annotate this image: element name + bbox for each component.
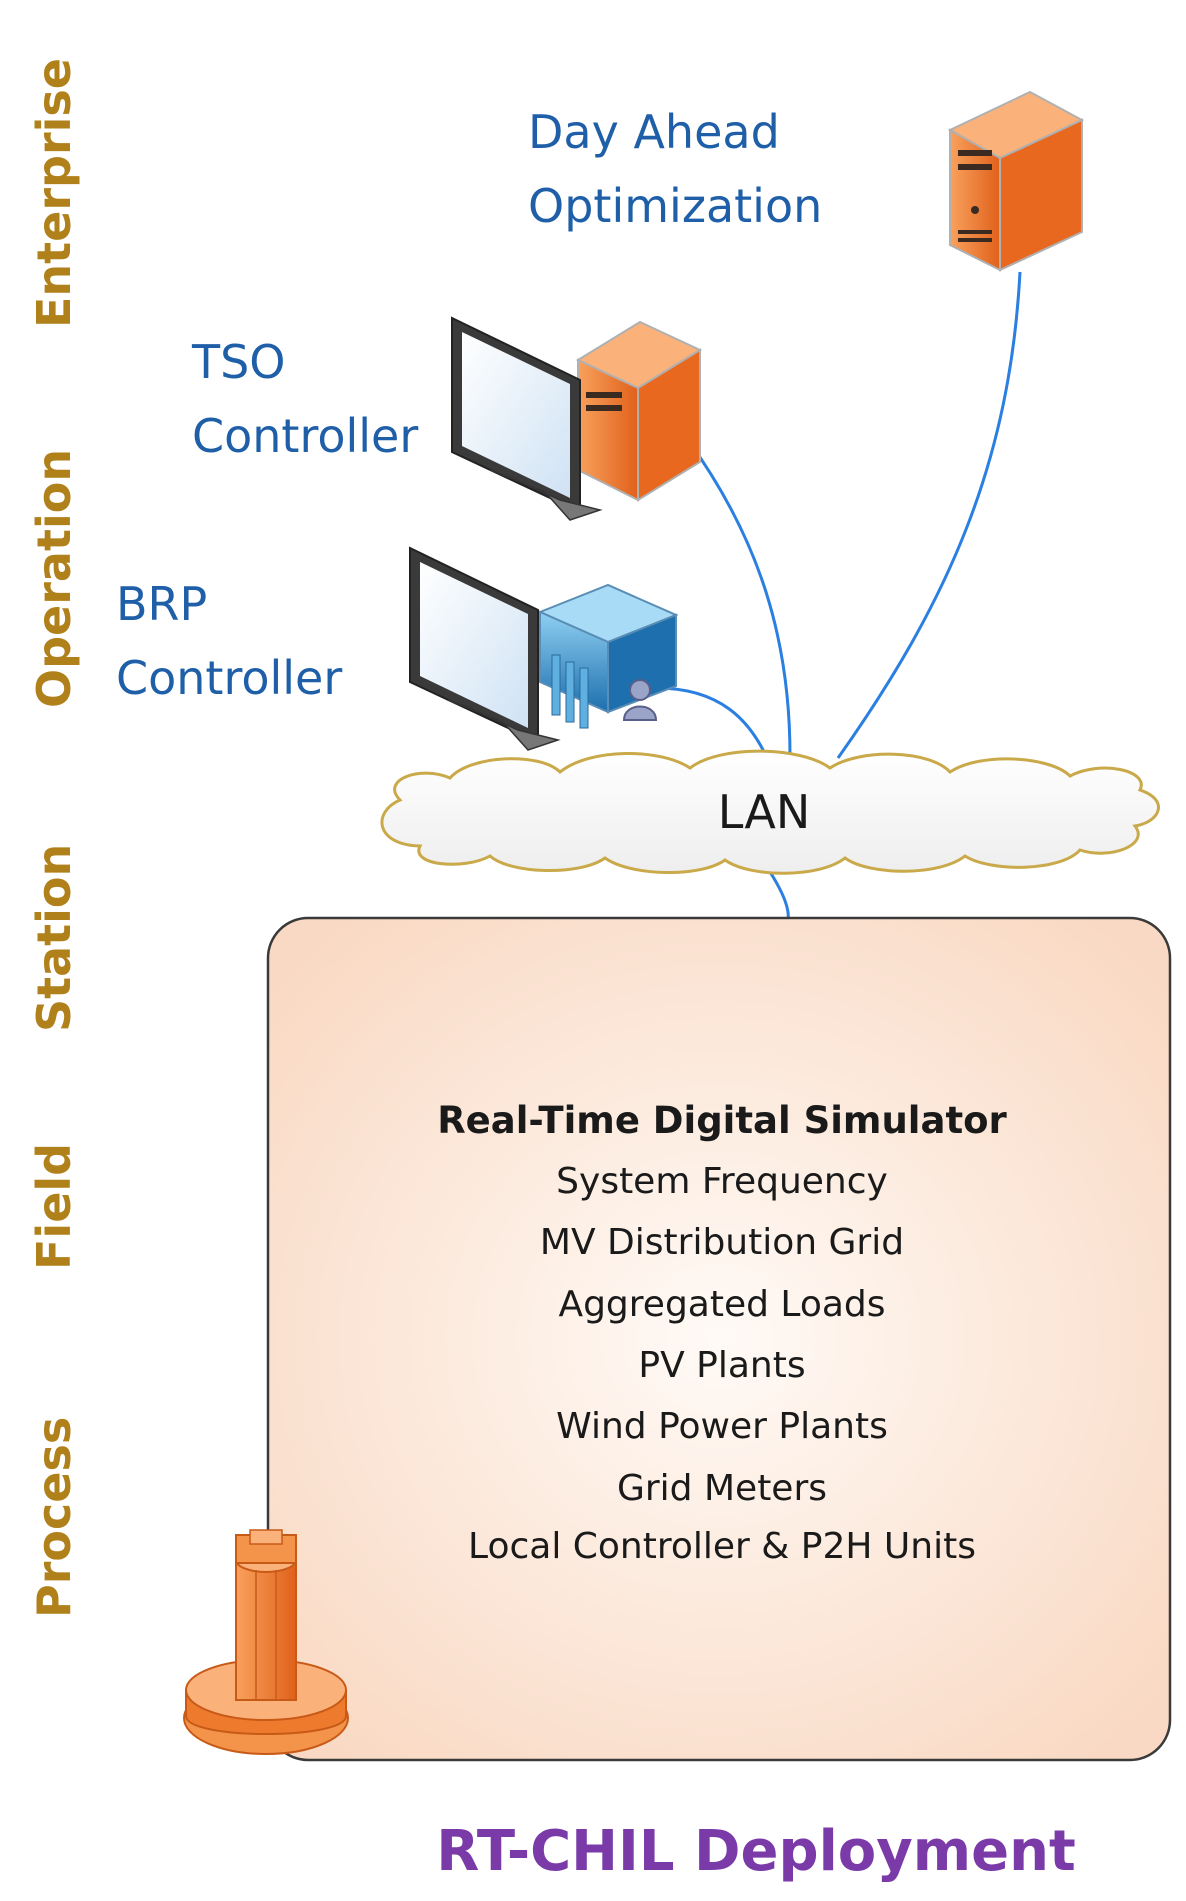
simulator-panel <box>266 916 1172 1762</box>
lan-cloud-icon <box>380 749 1160 875</box>
simulator-item: System Frequency <box>556 1161 888 1202</box>
layer-label-process: Process <box>27 1417 81 1618</box>
link-tso-lan <box>686 439 792 757</box>
server-tower-icon <box>947 90 1085 272</box>
simulator-item: Grid Meters <box>617 1468 827 1509</box>
simulator-item: Wind Power Plants <box>556 1406 888 1447</box>
day-ahead-label-line1: Day Ahead <box>528 105 780 159</box>
simulator-title: Real-Time Digital Simulator <box>437 1099 1007 1142</box>
link-server-lan <box>836 271 1022 759</box>
brp-label-line1: BRP <box>116 577 207 631</box>
day-ahead-label-line2: Optimization <box>528 179 822 233</box>
layer-label-operation: Operation <box>27 449 81 708</box>
layer-label-station: Station <box>27 844 81 1032</box>
simulator-item: MV Distribution Grid <box>540 1222 904 1263</box>
tso-workstation-icon <box>451 316 703 521</box>
layer-label-field: Field <box>27 1143 81 1270</box>
device-bolt-icon <box>183 1529 349 1755</box>
simulator-item: Aggregated Loads <box>558 1284 885 1325</box>
link-brp-lan <box>655 686 770 761</box>
simulator-item: Local Controller & P2H Units <box>468 1526 976 1567</box>
lan-label: LAN <box>718 785 811 839</box>
tso-label-line2: Controller <box>192 409 418 463</box>
deployment-caption: RT-CHIL Deployment <box>436 1819 1076 1884</box>
layer-label-enterprise: Enterprise <box>27 58 81 328</box>
simulator-item: PV Plants <box>638 1345 805 1386</box>
brp-workstation-icon <box>409 546 679 751</box>
tso-label-line1: TSO <box>191 335 286 389</box>
brp-label-line2: Controller <box>116 651 342 705</box>
